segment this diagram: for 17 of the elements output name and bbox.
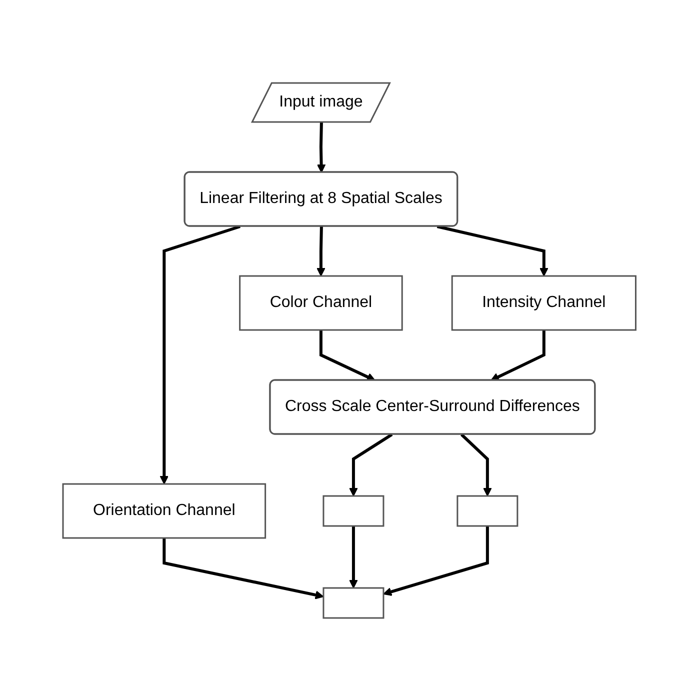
arrow xyxy=(460,432,492,496)
arrow xyxy=(490,330,546,381)
node-box xyxy=(456,494,518,526)
node-box: Color Channel xyxy=(239,274,403,330)
node-box xyxy=(322,586,384,618)
arrow xyxy=(317,122,326,172)
arrow xyxy=(320,330,376,381)
arrow xyxy=(160,224,241,484)
node-box xyxy=(322,494,384,526)
arrow xyxy=(316,226,326,276)
arrow xyxy=(437,224,548,276)
node-box: Orientation Channel xyxy=(62,482,266,538)
arrow xyxy=(383,525,490,596)
arrow xyxy=(349,525,358,588)
arrow xyxy=(349,432,393,496)
node-box: Intensity Channel xyxy=(451,274,637,330)
arrow xyxy=(162,537,324,599)
